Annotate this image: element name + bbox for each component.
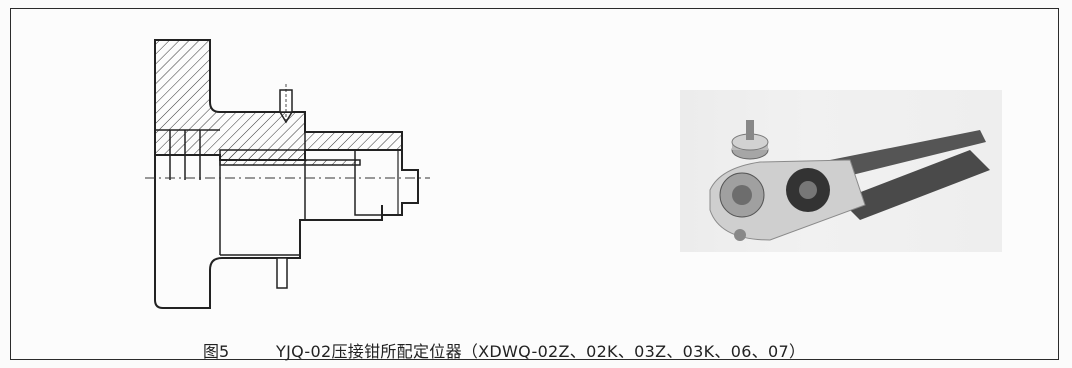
locator-section-drawing xyxy=(145,39,430,309)
figure-caption-text: YJQ-02压接钳所配定位器（XDWQ-02Z、02K、03Z、03K、06、0… xyxy=(276,342,806,361)
crimping-tool-illustration xyxy=(709,120,990,241)
crimping-tool-photo xyxy=(680,90,1002,252)
figure-number: 图5 xyxy=(203,342,230,361)
